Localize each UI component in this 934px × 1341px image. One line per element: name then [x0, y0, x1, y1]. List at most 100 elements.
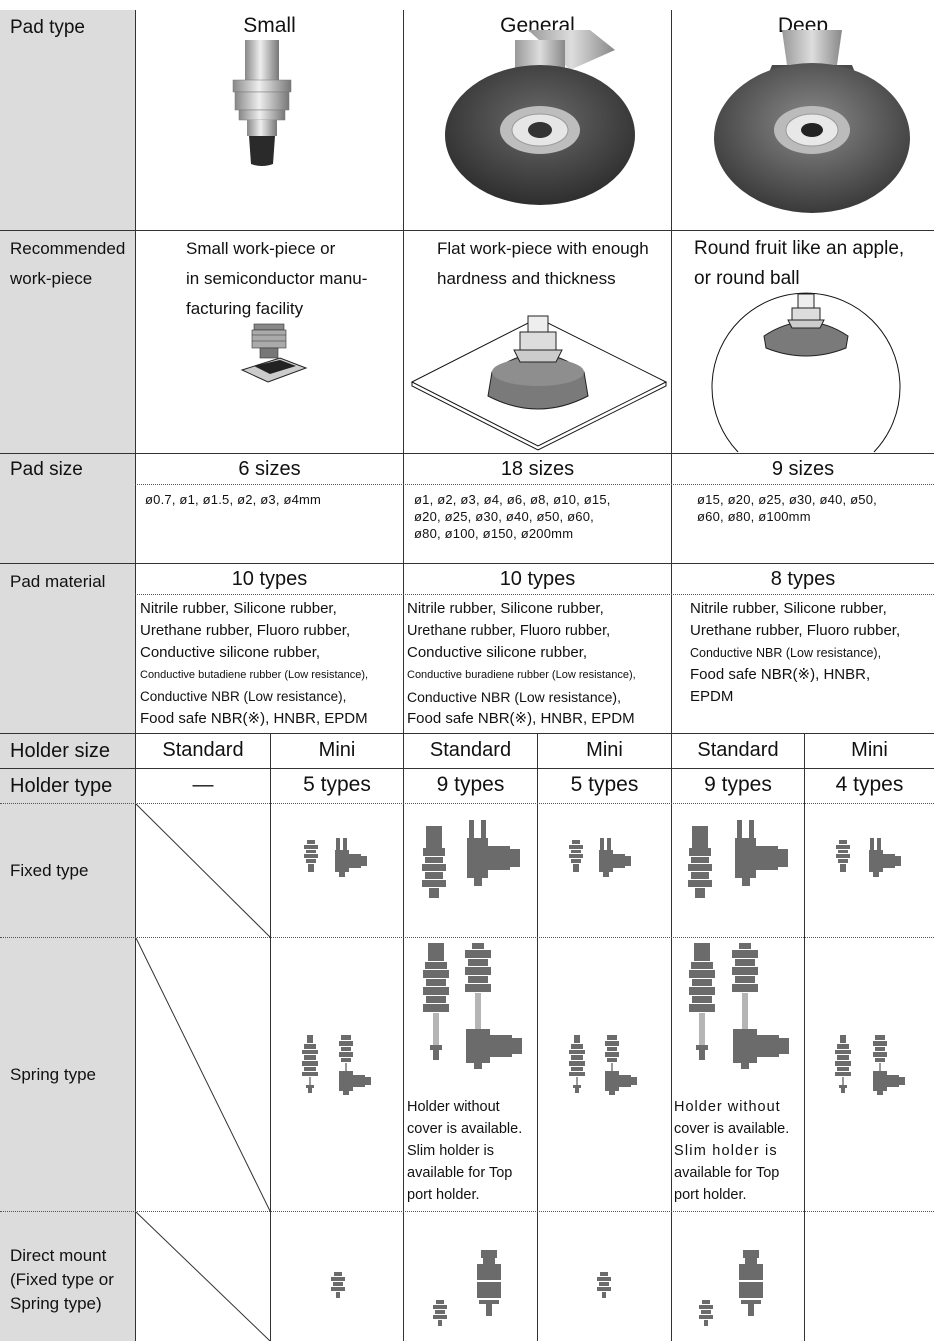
general-pad-image: [445, 30, 635, 205]
recommended-line: or round ball: [694, 268, 800, 289]
material-line: Nitrile rubber, Silicone rubber,: [690, 600, 887, 617]
note-line: Holder without: [407, 1099, 500, 1115]
recommended-small: Small work-piece or in semiconductor man…: [186, 234, 401, 324]
note-line: Holder without: [674, 1099, 781, 1115]
size-list-deep: ø15, ø20, ø25, ø30, ø40, ø50, ø60, ø80, …: [697, 491, 933, 525]
recommended-line: Round fruit like an apple,: [694, 238, 905, 259]
row-divider: [0, 1211, 934, 1212]
col-divider: [403, 10, 404, 1341]
note-line: Slim holder is: [407, 1143, 495, 1159]
chip-pad-illustration: [240, 323, 308, 383]
row-divider: [0, 563, 934, 564]
material-list-general: Nitrile rubber, Silicone rubber, Urethan…: [407, 598, 669, 730]
recommended-deep: Round fruit like an apple, or round ball: [694, 234, 934, 294]
holder-type-cell: 9 types: [704, 773, 772, 796]
size-list-line: ø0.7, ø1, ø1.5, ø2, ø3, ø4mm: [145, 492, 322, 507]
row-divider: [0, 453, 934, 454]
pad-material-label: Pad material: [10, 572, 106, 591]
pad-size-label: Pad size: [10, 459, 83, 480]
label-column: [0, 10, 135, 1341]
col-divider: [537, 733, 538, 1341]
recommended-line: Small work-piece or: [186, 239, 336, 258]
size-list-line: ø20, ø25, ø30, ø40, ø50, ø60,: [414, 509, 594, 524]
row-divider: [135, 484, 934, 485]
ball-illustration: [711, 292, 901, 453]
holder-size-cell: Standard: [162, 739, 244, 761]
fixed-type-label: Fixed type: [10, 861, 89, 880]
material-line: Urethane rubber, Fluoro rubber,: [690, 622, 901, 639]
holder-size-label: Holder size: [10, 740, 111, 762]
material-line: Nitrile rubber, Silicone rubber,: [140, 600, 337, 617]
direct-mount-label-line: Direct mount: [10, 1246, 107, 1265]
spring-type-label: Spring type: [10, 1065, 96, 1084]
size-list-line: ø60, ø80, ø100mm: [697, 509, 811, 524]
holder-type-cell: 4 types: [835, 773, 904, 796]
pad-type-label: Pad type: [10, 17, 85, 38]
size-count-small: 6 sizes: [238, 458, 301, 480]
size-count-deep: 9 sizes: [771, 458, 835, 480]
direct-mount-label-line: Spring type): [10, 1294, 102, 1313]
material-line: Conductive NBR (Low resistance),: [407, 689, 621, 705]
recommended-general: Flat work-piece with enough hardness and…: [437, 234, 669, 294]
recommended-line: hardness and thickness: [437, 269, 616, 288]
row-divider: [0, 768, 934, 769]
note-line: available for Top: [674, 1165, 780, 1181]
note-line: Slim holder is: [674, 1143, 778, 1159]
holder-type-label: Holder type: [10, 775, 113, 797]
material-line: Food safe NBR(※), HNBR,: [690, 666, 871, 683]
holder-type-cell: —: [192, 773, 214, 796]
material-line: Conductive silicone rubber,: [140, 644, 321, 661]
size-list-line: ø15, ø20, ø25, ø30, ø40, ø50,: [697, 492, 877, 507]
holder-size-cell: Standard: [697, 739, 779, 761]
holder-size-cell: Mini: [851, 739, 888, 761]
deep-pad-image: [714, 30, 910, 213]
note-line: available for Top: [407, 1165, 513, 1181]
size-list-line: ø80, ø100, ø150, ø200mm: [414, 526, 574, 541]
holder-size-cell: Standard: [429, 739, 512, 761]
holder-size-cell: Mini: [586, 739, 623, 761]
column-header-small: Small: [243, 14, 296, 37]
row-divider: [0, 803, 934, 804]
small-pad-image: [232, 40, 292, 166]
row-divider: [0, 937, 934, 938]
material-line: Conductive butadiene rubber (Low resista…: [140, 669, 369, 681]
material-list-small: Nitrile rubber, Silicone rubber, Urethan…: [140, 598, 402, 730]
recommended-line: in semiconductor manu-: [186, 269, 368, 288]
holder-type-cell: 5 types: [303, 773, 371, 796]
row-divider: [135, 594, 934, 595]
material-line: EPDM: [690, 688, 734, 705]
material-line: Food safe NBR(※), HNBR, EPDM: [140, 710, 368, 727]
material-line: Urethane rubber, Fluoro rubber,: [140, 622, 351, 639]
material-list-deep: Nitrile rubber, Silicone rubber, Urethan…: [690, 598, 934, 708]
row-divider: [0, 230, 934, 231]
material-line: Nitrile rubber, Silicone rubber,: [407, 600, 604, 617]
material-count-deep: 8 types: [770, 568, 836, 590]
note-line: cover is available.: [407, 1121, 523, 1137]
col-divider: [135, 10, 136, 1341]
flat-plate-illustration: [410, 315, 668, 451]
material-line: Conductive silicone rubber,: [407, 644, 588, 661]
spring-note-deep: Holder without cover is available. Slim …: [674, 1096, 804, 1206]
col-divider: [804, 733, 805, 1341]
recommended-label-line: work-piece: [10, 269, 93, 288]
recommended-label: Recommended work-piece: [10, 234, 125, 294]
row-divider: [0, 733, 934, 734]
size-count-general: 18 sizes: [500, 458, 575, 480]
col-divider: [671, 10, 672, 1341]
size-list-general: ø1, ø2, ø3, ø4, ø6, ø8, ø10, ø15, ø20, ø…: [414, 491, 669, 542]
size-list-small: ø0.7, ø1, ø1.5, ø2, ø3, ø4mm: [145, 491, 400, 508]
material-line: Conductive NBR (Low resistance),: [140, 689, 347, 704]
material-line: Conductive NBR (Low resistance),: [690, 646, 882, 660]
recommended-line: facturing facility: [186, 299, 304, 318]
recommended-label-line: Recommended: [10, 239, 126, 258]
direct-mount-label-line: (Fixed type or: [10, 1270, 114, 1289]
material-count-small: 10 types: [231, 568, 308, 590]
material-line: Food safe NBR(※), HNBR, EPDM: [407, 710, 635, 727]
holder-type-cell: 9 types: [436, 773, 505, 796]
holder-type-cell: 5 types: [570, 773, 639, 796]
col-divider: [270, 733, 271, 1341]
size-list-line: ø1, ø2, ø3, ø4, ø6, ø8, ø10, ø15,: [414, 492, 611, 507]
material-line: Conductive buradiene rubber (Low resista…: [407, 669, 636, 681]
note-line: cover is available.: [674, 1121, 790, 1137]
